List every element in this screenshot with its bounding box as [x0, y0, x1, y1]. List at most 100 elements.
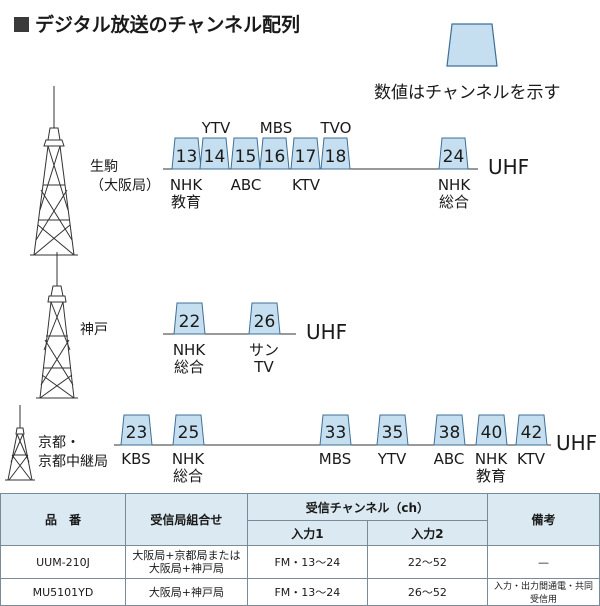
legend-channel-shape	[446, 23, 498, 67]
channel-label-mbs: MBS	[318, 450, 352, 468]
spec-table: 品 番 受信局組合せ 受信チャンネル（ch） 備考 入力1 入力2 UUM-21…	[0, 493, 600, 606]
channel-shape-23	[120, 414, 153, 446]
station-name-line: 生駒	[90, 159, 118, 175]
channel-shape-17	[290, 137, 321, 170]
cell-model: MU5101YD	[0, 578, 127, 606]
label-line: サン	[248, 341, 279, 359]
table-row: MU5101YD 大阪局+神戸局 FM・13〜24 26〜52 入力・出力間通電…	[0, 578, 600, 606]
channel-label-nhk-general: NHK 総合	[169, 342, 209, 376]
header-notes: 備考	[486, 493, 600, 546]
legend-note: 数値はチャンネルを示す	[374, 83, 561, 103]
channel-label-mbs: MBS	[259, 119, 293, 137]
station-label-ikoma: 生駒 （大阪局）	[90, 158, 160, 196]
cell-input2: 22〜52	[366, 545, 488, 579]
title-text: デジタル放送のチャンネル配列	[35, 14, 301, 36]
channel-number-23: 23	[125, 423, 148, 443]
cell-combination: 大阪局+京都局または 大阪局+神戸局	[125, 545, 248, 579]
cell-combination: 大阪局+神戸局	[125, 578, 248, 606]
diagram-title: デジタル放送のチャンネル配列	[14, 10, 300, 37]
channel-shape-18	[320, 137, 351, 170]
channel-group-kyoto	[120, 414, 548, 446]
channel-label-tvo: TVO	[320, 119, 352, 137]
station-name-line: （大阪局）	[90, 178, 160, 194]
header-channels: 受信チャンネル（ch）	[246, 493, 488, 521]
channel-number-22: 22	[178, 312, 201, 332]
channel-shape-38	[433, 414, 466, 446]
channel-number-14: 14	[203, 147, 226, 167]
channel-shape-16	[259, 137, 290, 170]
channel-shape-14	[199, 137, 230, 170]
channel-shape-40	[475, 414, 508, 446]
cell-notes: 入力・出力間通電・共同受信用	[486, 578, 600, 606]
channel-number-35: 35	[381, 423, 404, 443]
header-combination: 受信局組合せ	[125, 493, 248, 546]
channel-label-abc: ABC	[230, 176, 262, 194]
label-line: NHK	[169, 176, 203, 194]
cell-notes: —	[486, 545, 600, 579]
channel-label-nhk-general: NHK 総合	[434, 177, 474, 211]
channel-number-13: 13	[175, 147, 198, 167]
channel-number-42: 42	[520, 423, 543, 443]
channel-number-15: 15	[234, 147, 257, 167]
channel-shape-25	[172, 414, 205, 446]
channel-number-16: 16	[263, 147, 286, 167]
channel-label-nhk-edu: NHK 教育	[166, 177, 206, 211]
cell-input1: FM・13〜24	[246, 545, 368, 579]
station-name-line: 京都中継局	[38, 454, 108, 470]
channel-label-ytv: YTV	[377, 450, 407, 468]
channel-shape-33	[319, 414, 352, 446]
channel-diagram	[5, 23, 551, 481]
title-square-icon	[14, 17, 29, 32]
tower-icon-kyoto	[5, 405, 35, 481]
channel-label-kbs: KBS	[121, 450, 151, 468]
channel-number-33: 33	[324, 423, 347, 443]
label-line: NHK	[171, 450, 205, 468]
cell-model: UUM-210J	[0, 545, 127, 579]
channel-group-ikoma	[171, 137, 469, 170]
channel-label-nhk-general: NHK 総合	[168, 451, 208, 485]
cell-input1: FM・13〜24	[246, 578, 368, 606]
label-line: 総合	[172, 467, 203, 485]
label-line: NHK	[172, 341, 206, 359]
label-line: NHK	[474, 450, 508, 468]
uhf-label-ikoma: UHF	[488, 155, 530, 179]
channel-label-sun-tv: サン TV	[244, 342, 284, 376]
channel-label-ktv: KTV	[516, 450, 546, 468]
label-line: NHK	[437, 176, 471, 194]
label-line: 教育	[475, 467, 506, 485]
table-row: UUM-210J 大阪局+京都局または 大阪局+神戸局 FM・13〜24 22〜…	[0, 545, 600, 579]
station-label-kyoto: 京都・ 京都中継局	[38, 434, 108, 472]
channel-number-26: 26	[253, 312, 276, 332]
station-name-line: 京都・	[38, 435, 80, 451]
cell-input2: 26〜52	[366, 578, 488, 606]
label-line: 教育	[170, 193, 201, 211]
cell-line: 大阪局+神戸局	[148, 562, 225, 575]
channel-shape-22	[173, 302, 206, 335]
channel-label-ytv: YTV	[201, 119, 231, 137]
channel-shape-42	[515, 414, 548, 446]
label-line: TV	[254, 358, 274, 376]
channel-shape-24	[438, 137, 469, 170]
channel-number-40: 40	[480, 423, 503, 443]
station-label-kobe: 神戸	[80, 321, 108, 340]
channel-label-ktv: KTV	[291, 176, 321, 194]
label-line: 総合	[438, 193, 469, 211]
channel-number-24: 24	[442, 147, 465, 167]
header-input2: 入力2	[366, 520, 488, 546]
channel-shape-35	[376, 414, 409, 446]
uhf-label-kobe: UHF	[306, 320, 348, 344]
channel-shape-26	[248, 302, 281, 335]
header-model: 品 番	[0, 493, 127, 546]
station-name-line: 神戸	[80, 322, 108, 338]
channel-group-kobe	[173, 302, 281, 335]
channel-number-38: 38	[438, 423, 461, 443]
cell-line: 大阪局+京都局または	[132, 549, 241, 562]
header-input1: 入力1	[246, 520, 368, 546]
uhf-label-kyoto: UHF	[556, 431, 598, 455]
tower-icon-kobe	[36, 252, 78, 399]
channel-number-17: 17	[294, 147, 317, 167]
label-line: 総合	[173, 358, 204, 376]
channel-label-abc: ABC	[433, 450, 465, 468]
channel-number-25: 25	[177, 423, 200, 443]
channel-label-nhk-edu: NHK 教育	[471, 451, 511, 485]
